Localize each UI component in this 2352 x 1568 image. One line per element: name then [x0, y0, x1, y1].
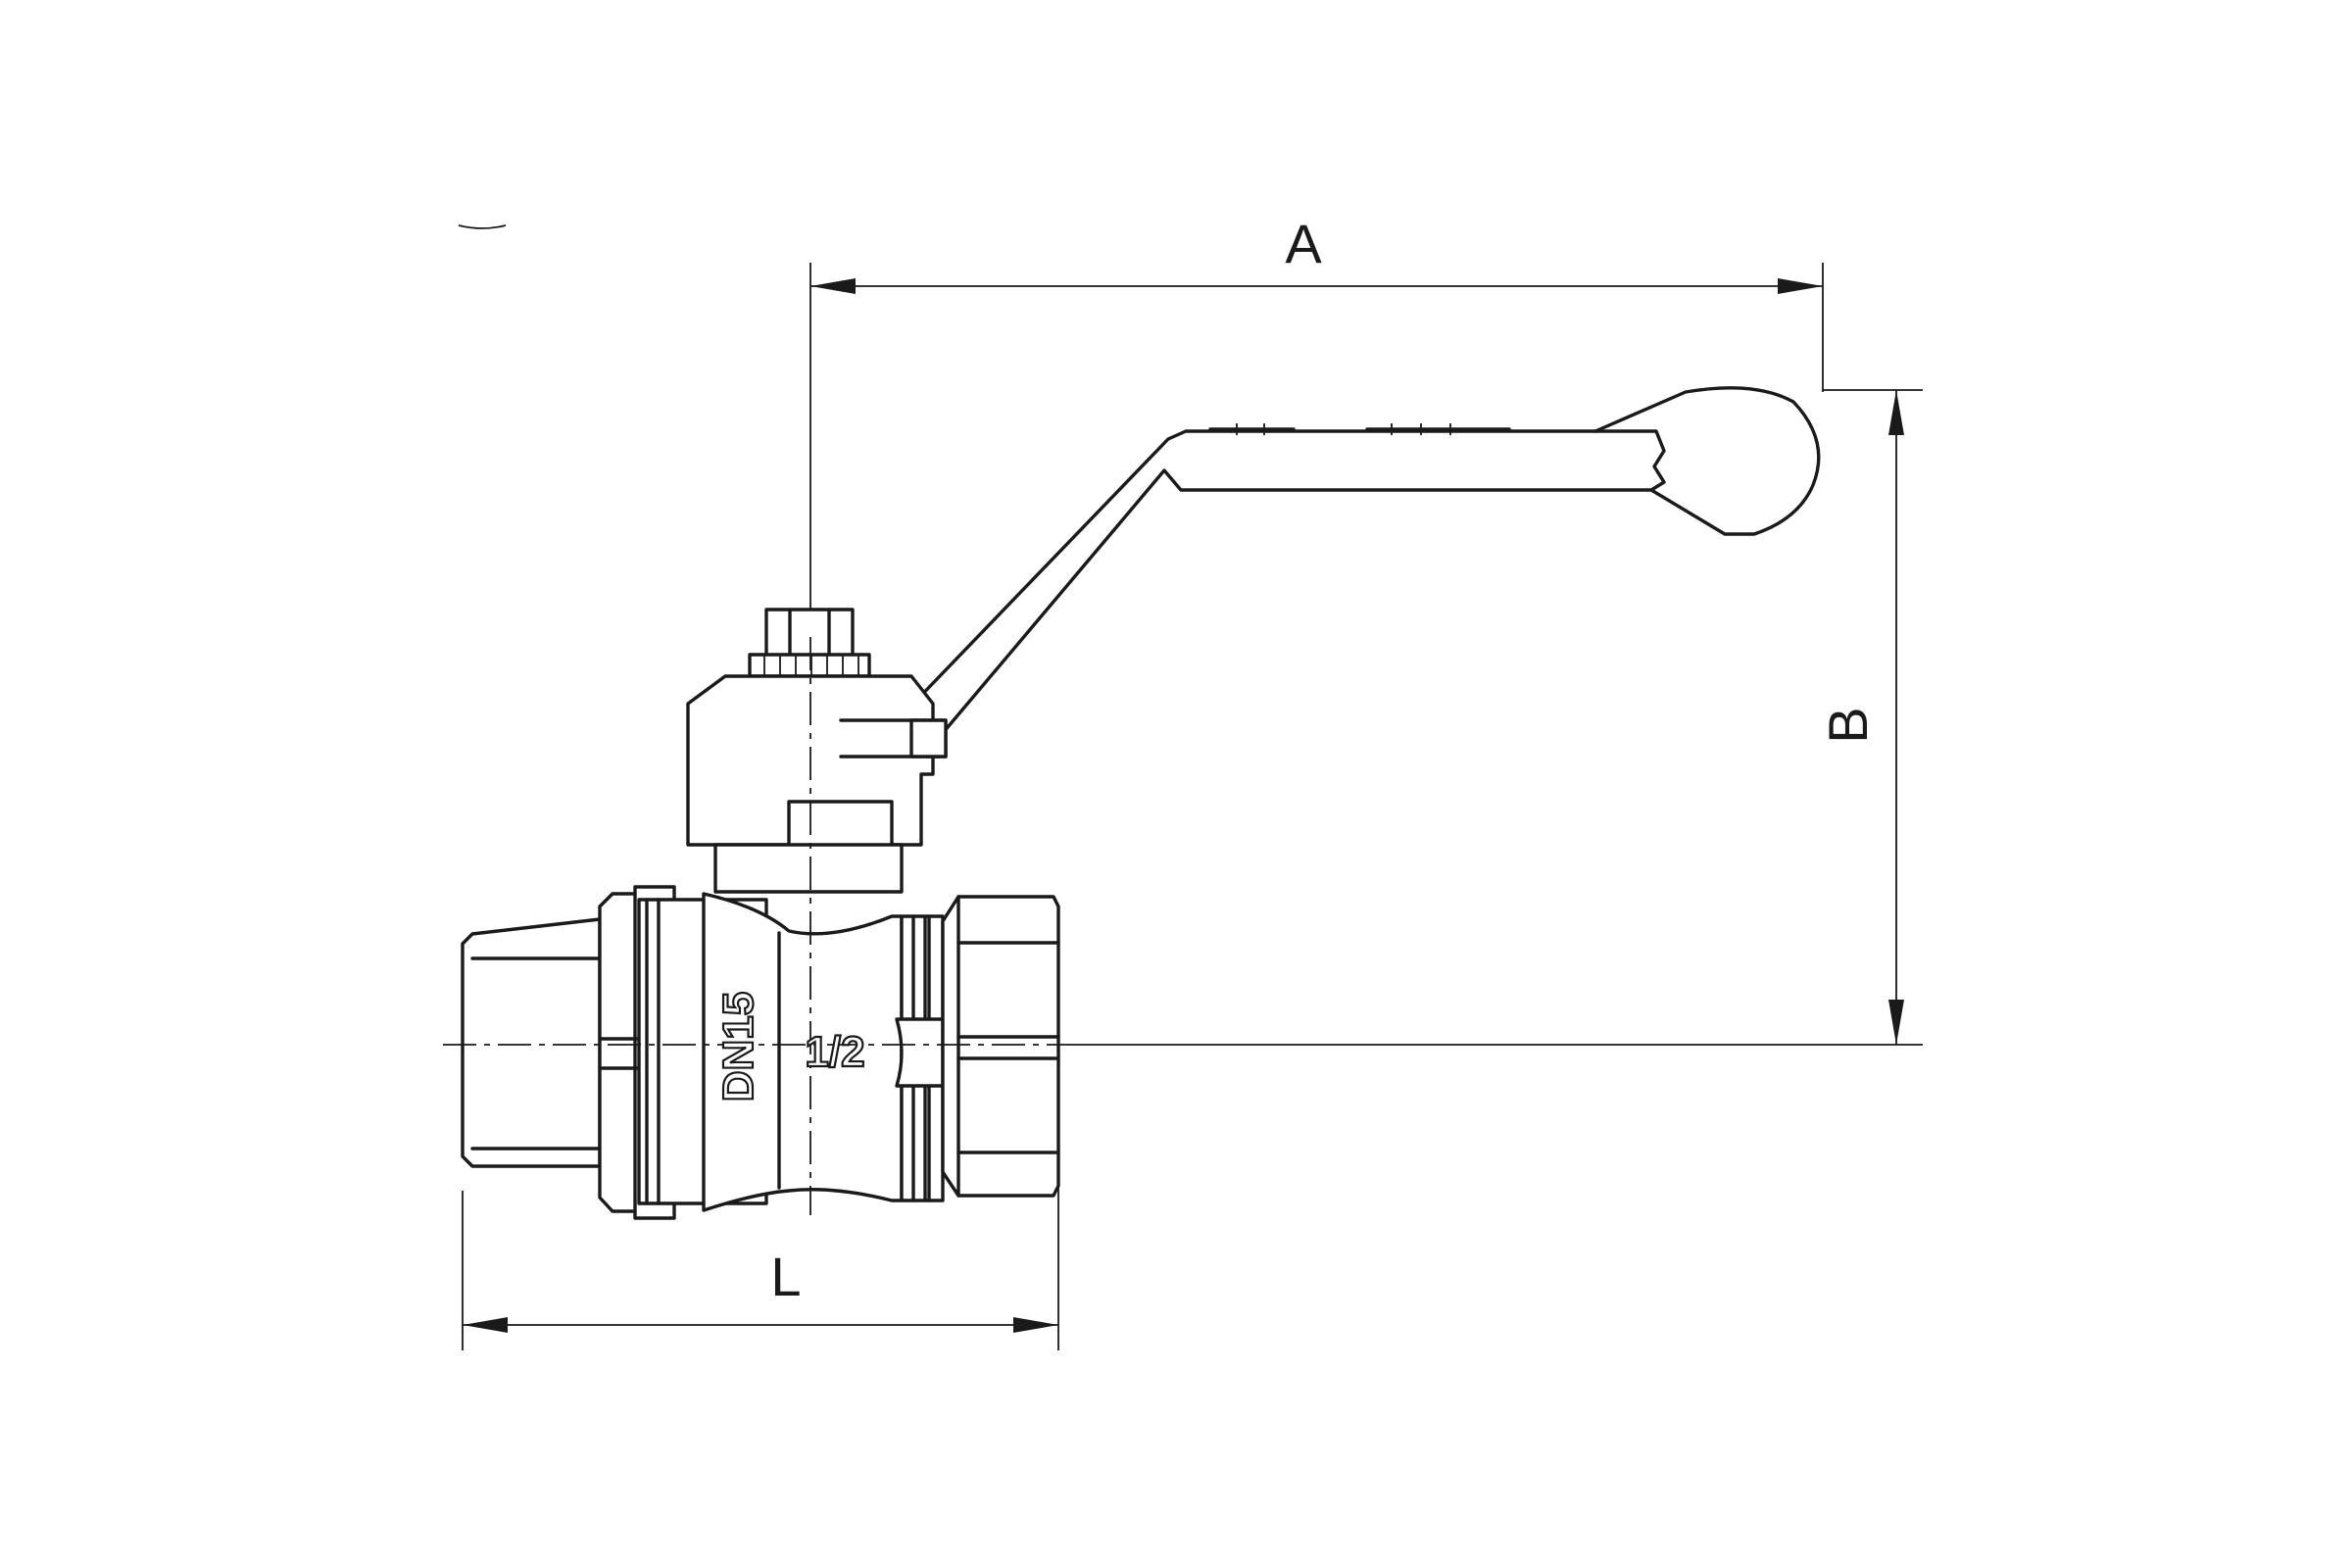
nominal-diameter-marking: DN15 — [714, 992, 762, 1102]
dimension-l-label: L — [770, 1246, 801, 1307]
stem-nut — [748, 608, 871, 678]
dimension-a-label: A — [1285, 213, 1322, 274]
handle-hub — [686, 674, 948, 847]
center-lines — [443, 637, 1058, 1215]
dimension-b: B — [1817, 390, 1904, 1045]
dimension-a: A — [810, 213, 1823, 294]
dimension-b-label: B — [1817, 707, 1879, 743]
lever-handle — [909, 386, 1821, 735]
body-markings: DN15 1/2 — [713, 991, 866, 1103]
corner-mark — [458, 224, 507, 229]
thread-size-marking: 1/2 — [805, 1028, 864, 1076]
valve-body — [461, 885, 1060, 1220]
dimension-l: L — [463, 1246, 1058, 1333]
stem-neck — [713, 843, 904, 894]
